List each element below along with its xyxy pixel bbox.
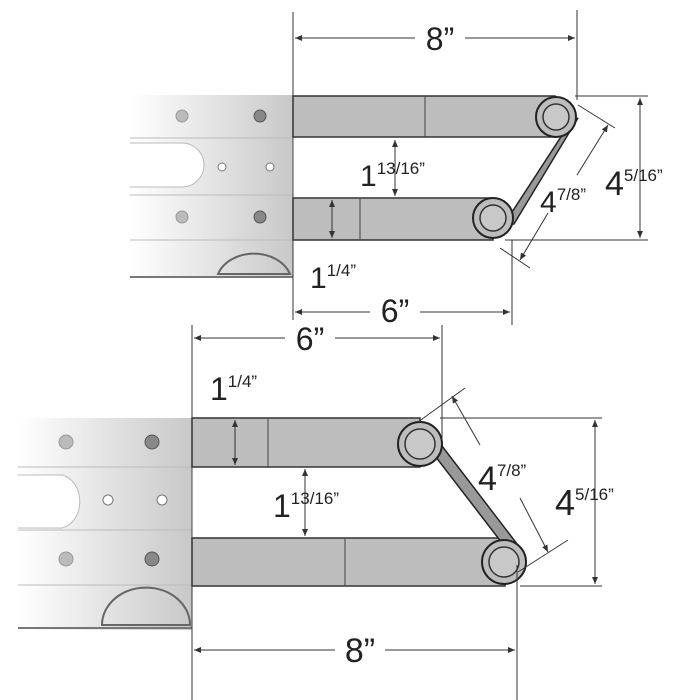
dim-diagonal-label: 47/8”: [478, 460, 527, 498]
bottom-view: 6” 8” 45/16” 47/8” 11/4” 113/16”: [18, 321, 614, 700]
rail-profile-icon: [216, 252, 292, 275]
dim-height-label: 45/16”: [555, 482, 614, 523]
hole-icon: [217, 162, 227, 172]
dim-gap-label: 113/16”: [273, 488, 339, 524]
upper-arm: [292, 95, 556, 138]
hole-icon: [156, 494, 168, 506]
screw-icon: [253, 109, 267, 123]
screw-icon: [58, 434, 74, 450]
top-view: 8” 6” 45/16” 47/8” 113/16” 11/4”: [130, 10, 663, 329]
screw-icon: [58, 551, 74, 567]
lower-arm: [191, 537, 506, 587]
dim-arm-width-label: 11/4”: [310, 261, 356, 295]
screw-icon: [175, 210, 189, 224]
hinge-lower: [472, 197, 514, 239]
hole-icon: [102, 494, 114, 506]
upper-arm: [191, 417, 421, 468]
dim-arm-width-label: 11/4”: [210, 371, 257, 407]
slot-cutout: [130, 142, 205, 188]
dim-length-top-label: 6”: [296, 321, 324, 357]
slot-cutout: [18, 474, 81, 529]
screw-icon: [253, 210, 267, 224]
lower-arm: [292, 197, 494, 241]
rail-profile-icon: [100, 586, 192, 626]
dim-length-bottom-label: 6”: [381, 293, 409, 329]
dim-gap-label: 113/16”: [360, 159, 425, 193]
rail-body: [130, 95, 294, 278]
dim-diagonal-label: 47/8”: [540, 185, 586, 219]
hinge-lower: [481, 539, 527, 585]
hinge-upper: [397, 421, 443, 467]
hole-icon: [265, 162, 275, 172]
rail-body: [18, 418, 193, 630]
screw-icon: [144, 551, 160, 567]
dim-height-label: 45/16”: [605, 165, 663, 203]
screw-icon: [144, 434, 160, 450]
hinge-upper: [535, 96, 577, 138]
dim-length-top-label: 8”: [426, 21, 454, 57]
dim-length-bottom-label: 8”: [345, 632, 375, 670]
screw-icon: [175, 109, 189, 123]
